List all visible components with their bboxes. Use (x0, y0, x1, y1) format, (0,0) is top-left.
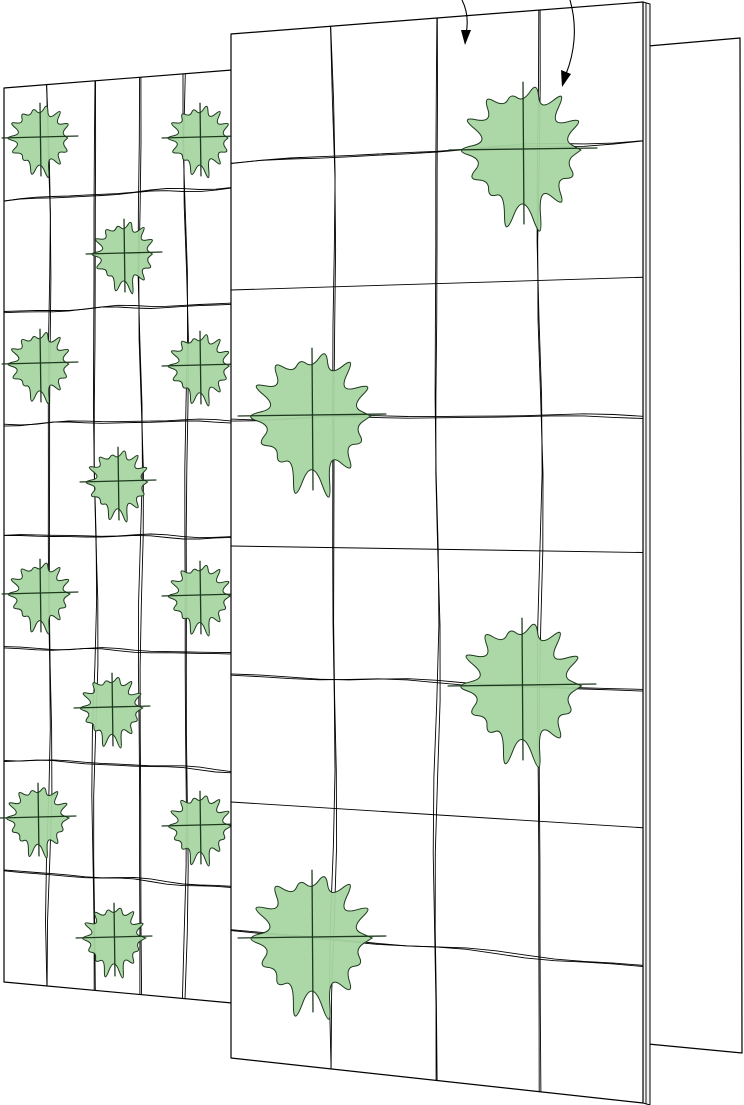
front-panel-edge (643, 2, 650, 1105)
front-panel (231, 2, 650, 1105)
back-panel (0, 70, 238, 1003)
rear-edge-panel (648, 38, 742, 1053)
